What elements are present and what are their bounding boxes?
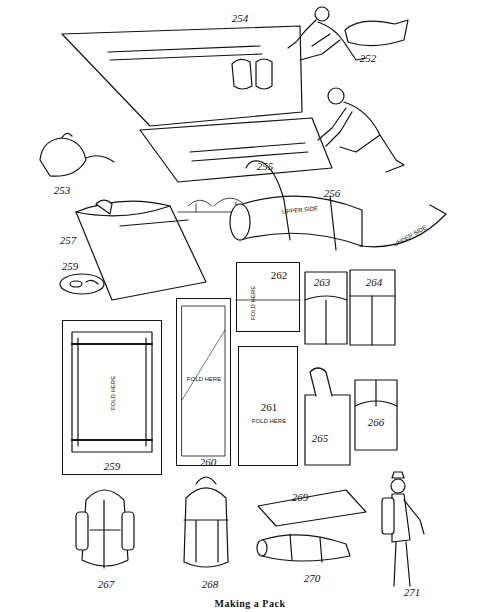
blanket-outline: 262FOLD HERE: [236, 262, 300, 332]
bag: [62, 133, 114, 162]
rolled-pack: [230, 204, 250, 240]
figure-number: 271: [404, 587, 421, 598]
pack-roll: [258, 490, 366, 526]
rolled-blanket: [96, 200, 112, 214]
kneeling-scout: [328, 88, 344, 104]
folded-pack: [355, 380, 397, 450]
pack-roll: [262, 535, 350, 561]
folded-blanket: [236, 300, 300, 301]
scout-with-pack: [382, 472, 424, 586]
folded-blanket: [72, 343, 152, 345]
figure-number: 262: [271, 270, 288, 281]
scout-with-pack: [392, 472, 404, 478]
scout-with-pack: [392, 494, 410, 542]
figure-number: 261: [261, 402, 278, 413]
bag: [40, 20, 408, 176]
blanket-sheet: [192, 152, 308, 161]
knapsack: [90, 500, 120, 568]
fold-label: FOLD HERE: [110, 376, 116, 410]
figure-number: 259: [62, 261, 79, 272]
folded-blanket: [72, 439, 152, 441]
pack-roll: [257, 490, 366, 562]
knapsack: [184, 477, 228, 562]
folded-pack: [305, 395, 350, 465]
scout-with-pack: [391, 479, 405, 493]
figure-number: 268: [202, 579, 219, 590]
knapsack: [184, 488, 228, 567]
blanket-sheet: [256, 59, 272, 89]
blanket-sheet: [232, 59, 252, 89]
figure-number: 266: [368, 417, 385, 428]
folded-pack: [371, 296, 372, 345]
blanket-sheet: [62, 26, 332, 182]
kneeling-scout: [318, 102, 404, 172]
figure-number: 263: [314, 277, 331, 288]
folded-pack: [325, 300, 326, 344]
bag: [40, 138, 86, 176]
folded-blanket: [77, 338, 78, 446]
caption: Making a Pack: [215, 599, 286, 609]
toilet-kit: [70, 281, 82, 287]
toilet-kit: [60, 274, 104, 294]
folded-pack: [375, 380, 376, 406]
blanket-sheet: [140, 118, 332, 182]
figure-number: 264: [366, 277, 383, 288]
figure-number: 254: [232, 13, 249, 24]
pack-roll: [290, 534, 322, 562]
blanket-outline: FOLD HERE: [62, 320, 162, 475]
knapsack: [82, 490, 128, 566]
rolled-pack: [230, 161, 446, 250]
knapsack: [76, 512, 88, 550]
figure-number: 253: [54, 185, 71, 196]
figure-number: 267: [98, 579, 115, 590]
figure-number: 260: [200, 457, 217, 468]
blanket-sheet: [62, 26, 302, 126]
folded-blanket: [182, 330, 225, 400]
rolled-blanket: [76, 201, 170, 216]
blanket-outline: FOLD HERE: [176, 298, 231, 466]
folded-pack: [310, 368, 332, 396]
folded-blanket: [145, 338, 146, 446]
figure-number: 252: [360, 53, 377, 64]
rolled-pack: [240, 196, 362, 246]
blanket-sheet: [190, 143, 305, 152]
figure-number: 256: [324, 188, 341, 199]
blanket-sheet: [108, 46, 260, 52]
knapsack: [122, 512, 134, 550]
folded-pack: [305, 272, 347, 344]
fold-label: FOLD HERE: [250, 286, 256, 320]
figure-number: 270: [304, 573, 321, 584]
figure-number: 257: [60, 235, 77, 246]
bag: [345, 20, 408, 46]
figure-number: 255: [257, 161, 274, 172]
rolled-blanket: [120, 220, 188, 226]
toilet-kit: [86, 280, 98, 284]
figure-number: 269: [292, 492, 309, 503]
figure-number: 259: [104, 461, 121, 472]
toilet-kit: [60, 274, 104, 294]
folded-blanket: [72, 332, 152, 452]
rolled-pack: [246, 161, 336, 250]
knapsack: [76, 477, 228, 568]
folded-pack: [350, 270, 395, 345]
pack-roll: [257, 540, 267, 556]
blanket-outline: 261FOLD HERE: [238, 346, 298, 466]
fold-label: FOLD HERE: [252, 418, 286, 424]
folded-blanket: [72, 300, 300, 456]
figure-number: 265: [312, 433, 329, 444]
kneeling-scout: [315, 7, 329, 21]
folded-pack: [305, 270, 397, 465]
fold-label: FOLD HERE: [187, 376, 221, 382]
scout-with-pack: [382, 498, 394, 534]
scout-with-pack: [394, 500, 424, 586]
folded-blanket: [182, 306, 225, 456]
